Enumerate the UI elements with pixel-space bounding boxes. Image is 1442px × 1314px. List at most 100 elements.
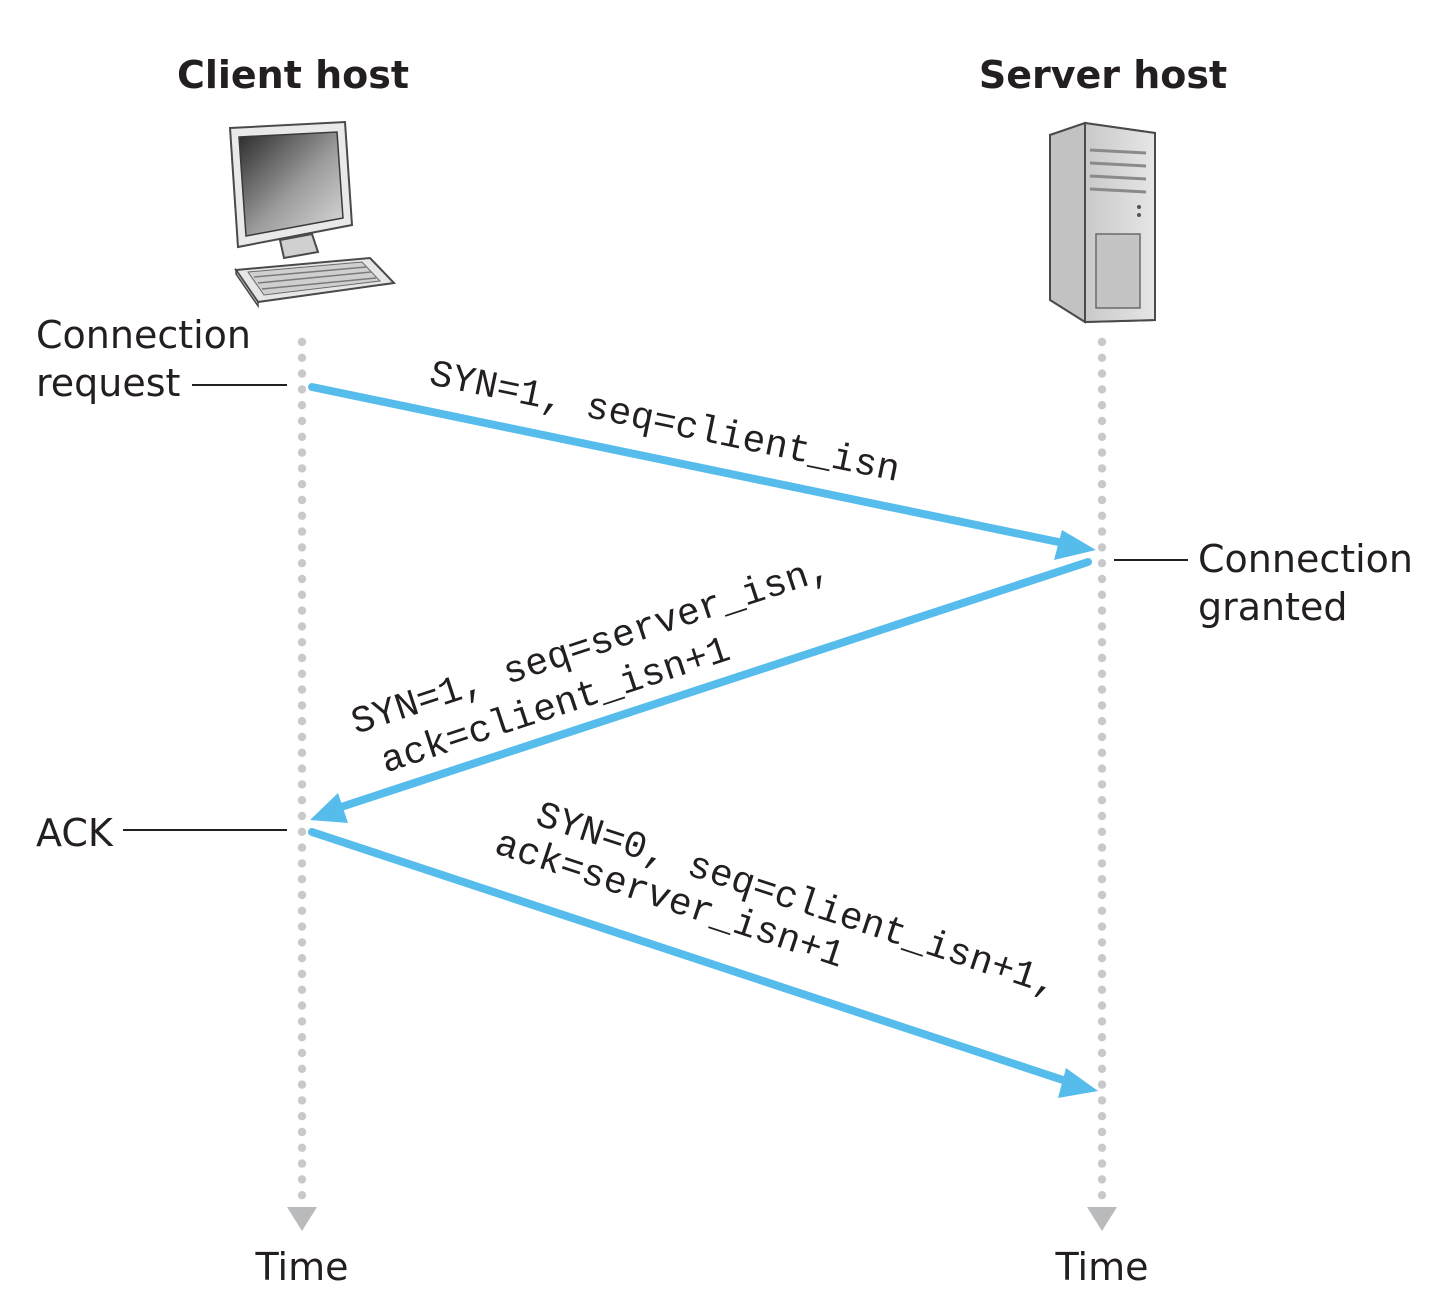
server-timeline-dot bbox=[1097, 590, 1107, 599]
client-timeline-dot bbox=[297, 653, 307, 663]
client-timeline-dot bbox=[297, 1175, 307, 1184]
server-timeline-dot bbox=[1097, 1096, 1107, 1105]
server-timeline-dot bbox=[1097, 1033, 1107, 1042]
server-timeline-dot bbox=[1097, 859, 1107, 868]
client-timeline-dot bbox=[297, 780, 307, 789]
client-timeline-dot bbox=[297, 811, 307, 821]
server-timeline-dot bbox=[1097, 843, 1107, 852]
client-timeline-dot bbox=[297, 559, 307, 568]
client-timeline-dot bbox=[297, 1112, 307, 1121]
client-timeline-dot bbox=[297, 574, 307, 584]
client-timeline-dot bbox=[297, 606, 307, 615]
syn-ack-arrow bbox=[310, 558, 1092, 823]
client-timeline-dot bbox=[297, 638, 307, 647]
client-timeline-dot bbox=[297, 464, 307, 473]
client-timeline-dot bbox=[297, 1191, 307, 1200]
server-timeline-dot bbox=[1097, 827, 1107, 836]
client-timeline-dot bbox=[297, 843, 307, 852]
connection-granted-label-line1: Connection bbox=[1198, 537, 1413, 581]
ack-label: ACK bbox=[36, 811, 114, 855]
client-timeline-dot bbox=[297, 906, 307, 915]
server-timeline-dot bbox=[1097, 653, 1107, 663]
server-timeline-dot bbox=[1097, 369, 1107, 378]
server-timeline-dot bbox=[1097, 764, 1107, 773]
client-time-arrowhead bbox=[287, 1207, 317, 1231]
client-timeline-dot bbox=[297, 480, 307, 489]
client-timeline-dot bbox=[297, 764, 307, 773]
client-timeline-dot bbox=[297, 1143, 307, 1153]
client-timeline-dot bbox=[297, 385, 307, 394]
client-timeline-dot bbox=[297, 685, 307, 694]
server-timeline-dot bbox=[1097, 574, 1107, 584]
server-timeline-dot bbox=[1097, 638, 1107, 647]
client-timeline bbox=[297, 337, 307, 1200]
client-timeline-dot bbox=[297, 701, 307, 710]
server-timeline-dot bbox=[1097, 906, 1107, 915]
client-timeline-dot bbox=[297, 969, 307, 979]
client-timeline-dot bbox=[297, 1080, 307, 1089]
client-timeline-dot bbox=[297, 1033, 307, 1042]
server-timeline-dot bbox=[1097, 385, 1107, 394]
server-time-arrowhead bbox=[1087, 1207, 1117, 1231]
server-timeline-dot bbox=[1097, 1191, 1107, 1200]
client-timeline-dot bbox=[297, 859, 307, 868]
server-timeline-dot bbox=[1097, 1143, 1107, 1153]
server-timeline-dot bbox=[1097, 969, 1107, 979]
connection-request-label-line1: Connection bbox=[36, 313, 251, 357]
server-timeline-dot bbox=[1097, 416, 1107, 426]
server-timeline-dot bbox=[1097, 875, 1107, 884]
server-timeline-dot bbox=[1097, 1048, 1107, 1058]
server-timeline-dot bbox=[1097, 543, 1107, 552]
client-timeline-dot bbox=[297, 875, 307, 884]
client-timeline-dot bbox=[297, 1064, 307, 1074]
server-timeline-dot bbox=[1097, 495, 1107, 505]
server-host-title: Server host bbox=[979, 53, 1227, 97]
server-timeline-dot bbox=[1097, 954, 1107, 963]
connection-request-label-line2: request bbox=[36, 361, 180, 405]
server-timeline-dot bbox=[1097, 811, 1107, 821]
server-timeline-dot bbox=[1097, 985, 1107, 994]
client-timeline-dot bbox=[297, 543, 307, 552]
server-timeline-dot bbox=[1097, 1001, 1107, 1010]
desktop-computer-icon bbox=[228, 120, 397, 309]
server-timeline-dot bbox=[1097, 1159, 1107, 1168]
server-timeline-dot bbox=[1097, 606, 1107, 615]
server-timeline-dot bbox=[1097, 527, 1107, 536]
server-timeline-dot bbox=[1097, 511, 1107, 520]
client-timeline-dot bbox=[297, 495, 307, 505]
client-timeline-dot bbox=[297, 511, 307, 520]
client-timeline-dot bbox=[297, 985, 307, 994]
client-timeline-dot bbox=[297, 1127, 307, 1137]
client-timeline-dot bbox=[297, 827, 307, 836]
connection-granted-label-line2: granted bbox=[1198, 585, 1348, 629]
server-timeline-dot bbox=[1097, 669, 1107, 678]
client-timeline-dot bbox=[297, 748, 307, 757]
client-timeline-dot bbox=[297, 369, 307, 378]
client-timeline-dot bbox=[297, 732, 307, 742]
server-timeline-dot bbox=[1097, 559, 1107, 568]
server-timeline-dot bbox=[1097, 1064, 1107, 1074]
client-timeline-dot bbox=[297, 954, 307, 963]
client-timeline-dot bbox=[297, 432, 307, 441]
server-timeline-dot bbox=[1097, 401, 1107, 410]
client-timeline-dot bbox=[297, 416, 307, 426]
client-timeline-dot bbox=[297, 938, 307, 947]
client-timeline-dot bbox=[297, 448, 307, 457]
client-timeline-dot bbox=[297, 1001, 307, 1010]
client-timeline-dot bbox=[297, 353, 307, 362]
server-timeline-dot bbox=[1097, 1080, 1107, 1089]
server-timeline-dot bbox=[1097, 732, 1107, 742]
server-timeline-dot bbox=[1097, 1112, 1107, 1121]
client-timeline-dot bbox=[297, 669, 307, 678]
client-timeline-dot bbox=[297, 717, 307, 726]
server-timeline-dot bbox=[1097, 701, 1107, 710]
server-timeline-dot bbox=[1097, 1017, 1107, 1026]
server-timeline bbox=[1097, 337, 1107, 1200]
client-host-title: Client host bbox=[177, 53, 409, 97]
client-timeline-dot bbox=[297, 1048, 307, 1058]
server-timeline-dot bbox=[1097, 685, 1107, 694]
server-timeline-dot bbox=[1097, 448, 1107, 457]
server-timeline-dot bbox=[1097, 796, 1107, 805]
server-timeline-dot bbox=[1097, 353, 1107, 362]
